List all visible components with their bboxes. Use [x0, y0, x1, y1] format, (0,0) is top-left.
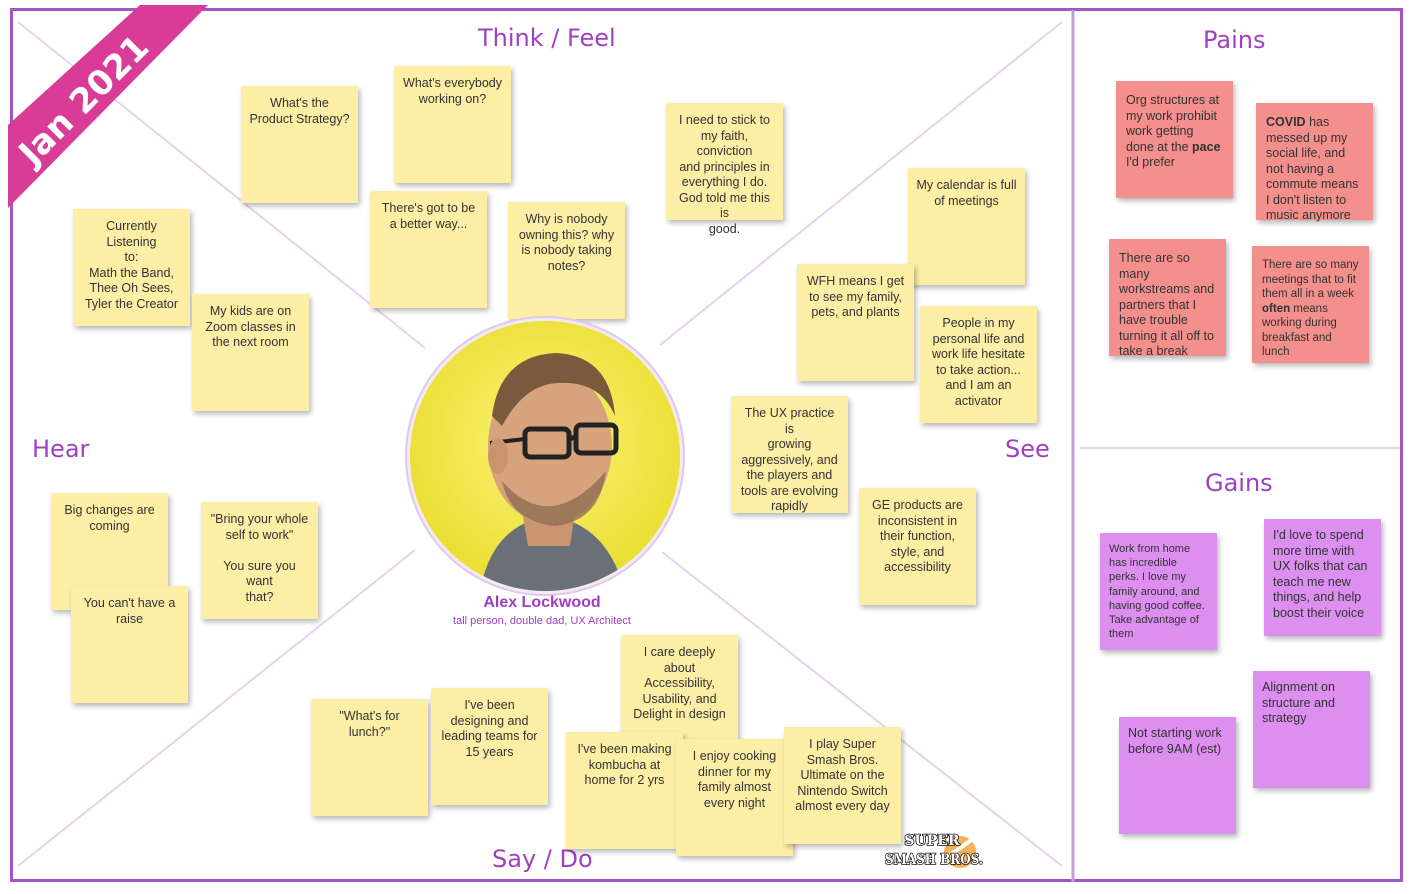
sticky-note: People in my personal life and work life… [920, 306, 1037, 423]
sticky-note: The UX practice is growing aggressively,… [731, 396, 848, 513]
sticky-note: I need to stick to my faith, conviction … [666, 103, 783, 236]
gains-label: Gains [1205, 469, 1273, 497]
pains-label: Pains [1203, 26, 1266, 54]
persona-avatar [407, 318, 683, 594]
pain-note: COVID has messed up my social life, and … [1256, 103, 1373, 222]
gain-note: Work from home has incredible perks. I l… [1100, 533, 1217, 650]
sticky-note: Why is nobody owning this? why is nobody… [508, 202, 625, 319]
sticky-note: There's got to be a better way... [370, 191, 487, 308]
sticky-note: Currently Listening to: Math the Band, T… [73, 209, 190, 326]
svg-text:SUPER: SUPER [904, 833, 960, 849]
svg-text:SMASH BROS.: SMASH BROS. [885, 852, 983, 868]
sticky-note: GE products are inconsistent in their fu… [859, 488, 976, 605]
see-label: See [1005, 435, 1050, 463]
gain-note: Alignment on structure and strategy [1253, 671, 1370, 788]
sticky-note: "Bring your whole self to work" You sure… [201, 502, 318, 619]
gain-note: Not starting work before 9AM (est) [1119, 717, 1236, 834]
sticky-note: I've been making kombucha at home for 2 … [566, 732, 683, 849]
persona-name: Alex Lockwood [483, 594, 601, 611]
sticky-note: My calendar is full of meetings [908, 168, 1025, 285]
pain-note: There are so many meetings that to fit t… [1252, 246, 1369, 363]
hear-label: Hear [32, 435, 90, 463]
think-feel-label: Think / Feel [478, 24, 616, 52]
sticky-note: "What's for lunch?" [311, 699, 428, 816]
gain-note: I'd love to spend more time with UX folk… [1264, 519, 1381, 636]
sticky-note: I enjoy cooking dinner for my family alm… [676, 739, 793, 856]
sticky-note: I've been designing and leading teams fo… [431, 688, 548, 805]
sticky-note: I play Super Smash Bros. Ultimate on the… [784, 727, 901, 844]
say-do-label: Say / Do [492, 845, 593, 873]
portrait-icon [410, 321, 680, 591]
sticky-note: WFH means I get to see my family, pets, … [797, 264, 914, 381]
pain-note: Org structures at my work prohibit work … [1116, 81, 1233, 198]
sticky-note: What's the Product Strategy? [241, 86, 358, 203]
sticky-note: You can't have a raise [71, 586, 188, 703]
pain-note: There are so many workstreams and partne… [1109, 239, 1226, 358]
sticky-note: What's everybody working on? [394, 66, 511, 183]
smash-bros-logo: SUPER SMASH BROS. [884, 832, 984, 869]
sticky-note: My kids are on Zoom classes in the next … [192, 294, 309, 411]
persona-description: tall person, double dad, UX Architect [453, 615, 631, 627]
